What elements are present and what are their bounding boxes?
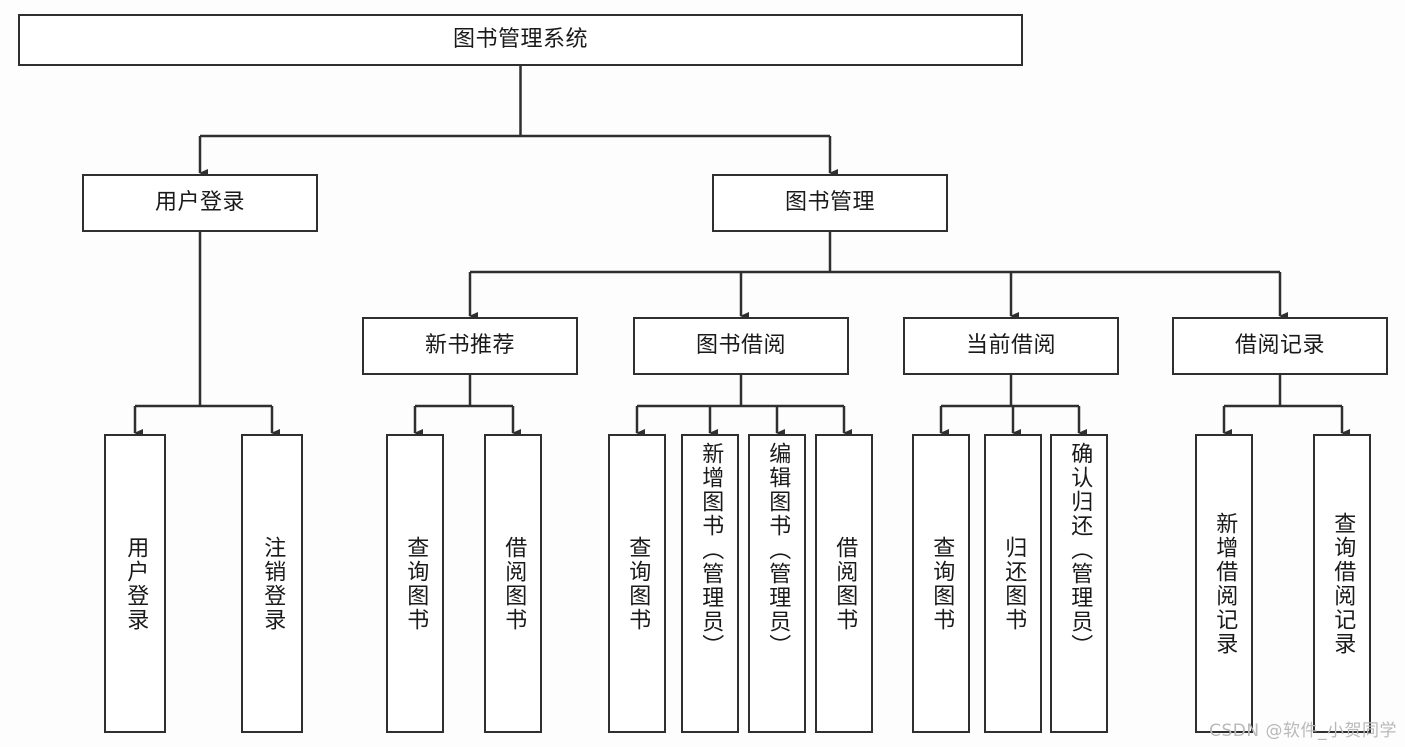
node-book-manage[interactable]: 图书管理 xyxy=(712,174,948,232)
node-label-leaf-add-book: 新增图书（管理员） xyxy=(698,442,724,658)
node-leaf-query-book-3[interactable]: 查询图书 xyxy=(912,434,970,733)
node-label-leaf-query-book-2: 查询图书 xyxy=(625,535,651,632)
node-label-new-book-rec: 新书推荐 xyxy=(424,333,515,359)
node-label-leaf-query-record: 查询借阅记录 xyxy=(1330,511,1356,656)
node-leaf-add-record[interactable]: 新增借阅记录 xyxy=(1195,434,1253,733)
node-label-leaf-add-record: 新增借阅记录 xyxy=(1212,511,1238,656)
node-borrow-record[interactable]: 借阅记录 xyxy=(1172,317,1388,375)
node-leaf-user-logout[interactable]: 注销登录 xyxy=(241,434,303,733)
node-label-leaf-user-login: 用户登录 xyxy=(123,535,149,632)
node-label-leaf-user-logout: 注销登录 xyxy=(260,535,286,632)
node-leaf-borrow-book-1[interactable]: 借阅图书 xyxy=(484,434,542,733)
node-label-leaf-query-book-1: 查询图书 xyxy=(403,535,429,632)
node-leaf-add-book[interactable]: 新增图书（管理员） xyxy=(681,434,739,733)
node-leaf-query-record[interactable]: 查询借阅记录 xyxy=(1313,434,1371,733)
node-label-user-login: 用户登录 xyxy=(154,190,245,216)
node-label-book-borrow: 图书借阅 xyxy=(695,333,786,359)
csdn-watermark: CSDN @软件_小贺同学 xyxy=(1209,721,1397,741)
node-label-leaf-borrow-book-1: 借阅图书 xyxy=(501,535,527,632)
node-label-leaf-edit-book: 编辑图书（管理员） xyxy=(765,442,791,658)
node-label-leaf-borrow-book-2: 借阅图书 xyxy=(832,535,858,632)
node-current-borrow[interactable]: 当前借阅 xyxy=(903,317,1119,375)
node-label-book-manage: 图书管理 xyxy=(784,190,875,216)
node-book-borrow[interactable]: 图书借阅 xyxy=(633,317,849,375)
node-leaf-query-book-2[interactable]: 查询图书 xyxy=(608,434,666,733)
node-leaf-borrow-book-2[interactable]: 借阅图书 xyxy=(815,434,873,733)
node-leaf-return-book[interactable]: 归还图书 xyxy=(984,434,1042,733)
node-label-leaf-query-book-3: 查询图书 xyxy=(929,535,955,632)
node-user-login[interactable]: 用户登录 xyxy=(82,174,318,232)
node-label-borrow-record: 借阅记录 xyxy=(1234,333,1325,359)
node-label-root: 图书管理系统 xyxy=(452,27,588,53)
node-label-current-borrow: 当前借阅 xyxy=(965,333,1056,359)
node-root[interactable]: 图书管理系统 xyxy=(18,14,1023,66)
node-leaf-query-book-1[interactable]: 查询图书 xyxy=(386,434,444,733)
node-new-book-rec[interactable]: 新书推荐 xyxy=(362,317,578,375)
node-leaf-confirm-ret[interactable]: 确认归还（管理员） xyxy=(1050,434,1108,733)
node-label-leaf-confirm-ret: 确认归还（管理员） xyxy=(1067,442,1093,658)
node-label-leaf-return-book: 归还图书 xyxy=(1001,535,1027,632)
node-leaf-edit-book[interactable]: 编辑图书（管理员） xyxy=(748,434,806,733)
node-leaf-user-login[interactable]: 用户登录 xyxy=(104,434,166,733)
